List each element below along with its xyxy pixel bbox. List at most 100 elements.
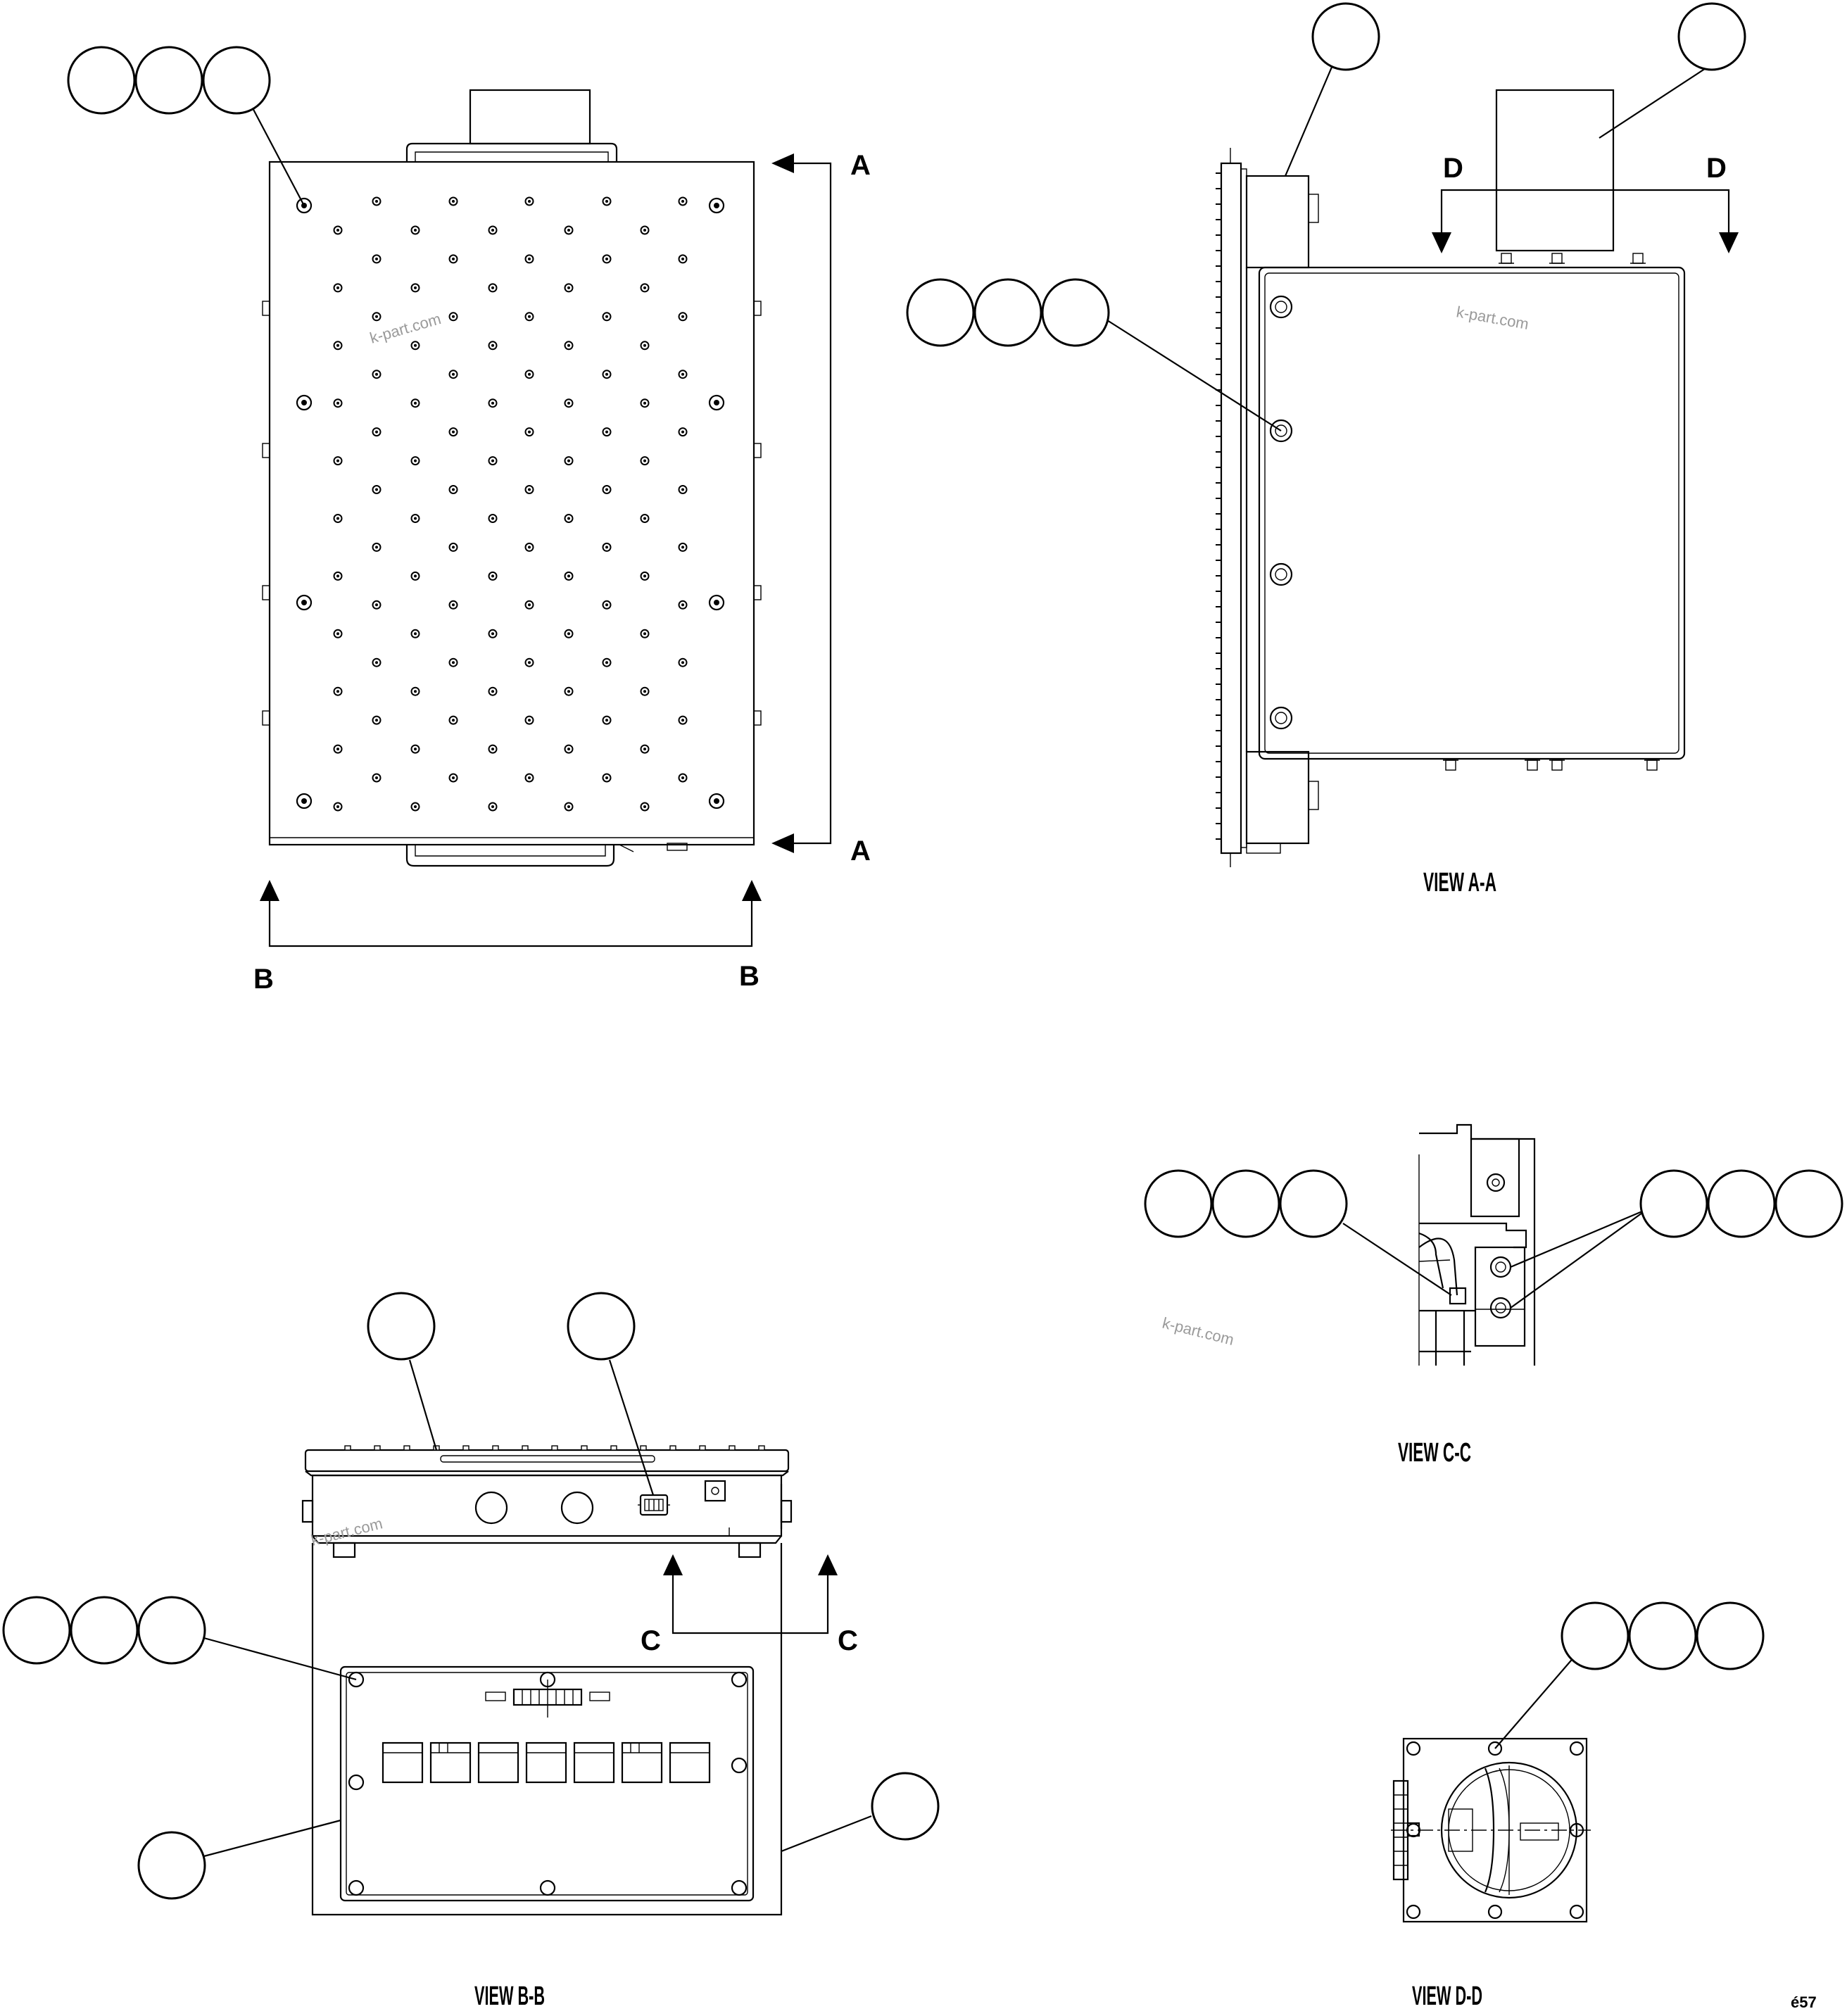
bolt-center [491,690,494,693]
view-title-a: VIEW A-A [1423,868,1496,897]
bolt-center [643,459,646,462]
bolt-center [681,546,684,549]
bolt-center [567,459,570,462]
callout-pipe [1677,2,1746,71]
bolt-center [452,661,455,664]
bolt-center [643,574,646,578]
bolt-center [681,776,684,779]
section-a-arrows: A A [771,150,871,867]
bolt-center [681,430,684,434]
flange-bump [640,1445,647,1451]
bolt-center [605,776,608,779]
bolt-center [643,690,646,693]
view-title-c: VIEW C-C [1398,1438,1471,1468]
bolt-center [452,546,455,549]
view-a-a: k-part.com VIEW A-A [906,2,1746,897]
bolt-center [567,805,570,808]
watermark: k-part.com [1161,1314,1236,1349]
bolt-center [605,430,608,434]
breaker [621,1741,663,1784]
box-side-bolts [1269,295,1293,730]
bolt-center [336,229,339,232]
bolt-center [336,286,339,289]
section-label-a-top: A [850,150,871,181]
flange-bump [344,1445,351,1451]
bolt-center [336,632,339,636]
bolt-center [414,229,417,232]
bolt-center [681,257,684,260]
bolt-center [528,546,531,549]
breaker [573,1741,615,1784]
section-d-arrows: D D [1432,153,1739,253]
terminal-strip [485,1671,610,1718]
watermark: k-part.com [309,1514,384,1549]
bolt-center [528,776,531,779]
bolt-center [375,257,378,260]
bolt-center [336,574,339,578]
bolt-center [375,488,378,491]
flange-bump [551,1445,558,1451]
bolt-center [452,257,455,260]
flange-bump [462,1445,469,1451]
bolt-center [375,372,378,376]
bolt-center [375,776,378,779]
view-c-c: k-part.com VIEW C-C [1144,1123,1843,1468]
side-tabs [262,301,762,726]
section-label-c-right: C [838,1625,858,1656]
bolt-center [528,661,531,664]
flange-bump [522,1445,529,1451]
section-label-b-left: B [253,964,274,995]
bolt-center [452,776,455,779]
flange-bump [492,1445,499,1451]
breaker [429,1741,472,1784]
bolt-center [491,805,494,808]
bolt-center [336,690,339,693]
callout-view-b-bolt [2,1596,206,1665]
view-title-d: VIEW D-D [1412,1982,1482,2011]
bolt-center [605,315,608,318]
flange-bump [374,1445,381,1451]
breaker [669,1741,711,1784]
bolt-center [375,200,378,203]
flange-bumps [344,1445,765,1451]
bolt-center [643,401,646,405]
section-label-b-right: B [739,961,759,992]
bolt-center [452,200,455,203]
section-label-c-left: C [641,1625,661,1656]
bolt-center [491,286,494,289]
bolt-center [414,517,417,520]
bolt-center [375,661,378,664]
flange-bump [699,1445,706,1451]
callout-top-view [67,46,271,115]
corner-bolts [296,197,725,809]
box-edge-bolts [1443,253,1660,771]
bolt-center [681,315,684,318]
bolt-center [491,459,494,462]
bolt-center [336,459,339,462]
section-b-arrows: B B [253,880,762,995]
bolt-center [414,632,417,636]
view-title-b: VIEW B-B [474,1982,545,2011]
bolt-grid [333,196,688,812]
bolt-center [643,748,646,751]
bolt-center [567,229,570,232]
bolt-center [375,603,378,607]
bolt-center [452,603,455,607]
bolt-center [528,200,531,203]
bolt-center [336,805,339,808]
view-b-b: k-part.com VIEW B-B [2,1292,940,2011]
bolt-center [414,344,417,347]
bolt-center [491,574,494,578]
breaker [525,1741,567,1784]
bolt-center [643,632,646,636]
bolt-center [605,719,608,722]
bolt-center [567,344,570,347]
bolt-center [452,315,455,318]
bolt-center [567,748,570,751]
bolt-center [643,344,646,347]
top-view: k-part.com [67,46,762,867]
bolt-center [643,517,646,520]
bolt-center [681,488,684,491]
bolt-center [336,344,339,347]
bolt-center [491,748,494,751]
